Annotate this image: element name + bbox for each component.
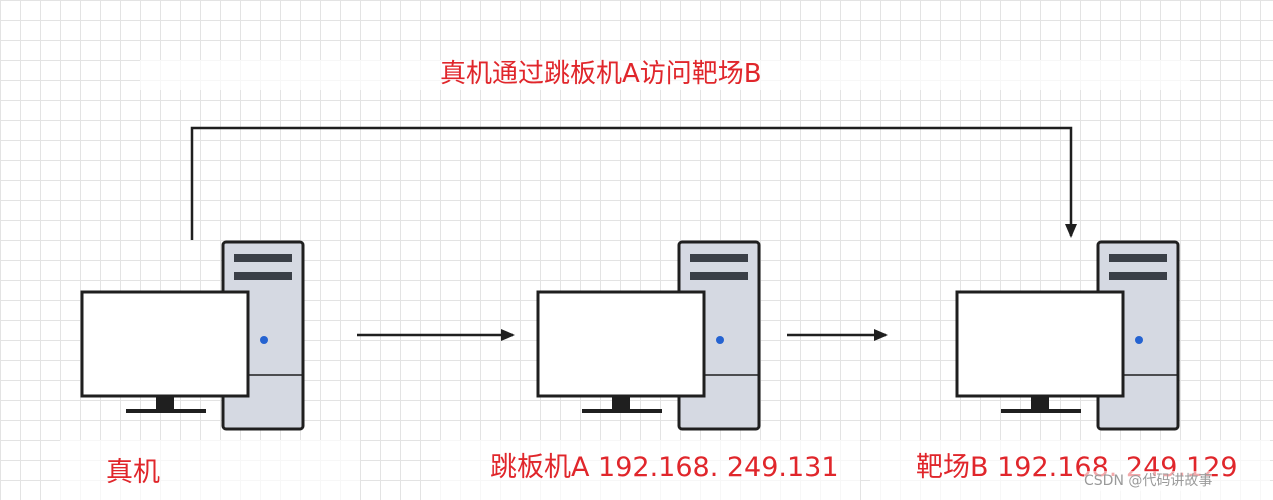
- title-backdrop: [140, 60, 1190, 90]
- label-backdrop-jump: [440, 440, 860, 500]
- computer-real-icon: [80, 240, 305, 431]
- label-backdrop-real: [60, 440, 360, 500]
- computer-jump-icon: [536, 240, 761, 431]
- watermark: CSDN @代码讲故事: [1084, 471, 1213, 491]
- node-label-jump: 跳板机A 192.168. 249.131: [490, 452, 839, 483]
- computer-target-icon: [955, 240, 1180, 431]
- edge-real-to-target: [190, 126, 1077, 240]
- node-label-real: 真机: [106, 457, 160, 488]
- diagram-title: 真机通过跳板机A访问靶场B: [440, 59, 762, 89]
